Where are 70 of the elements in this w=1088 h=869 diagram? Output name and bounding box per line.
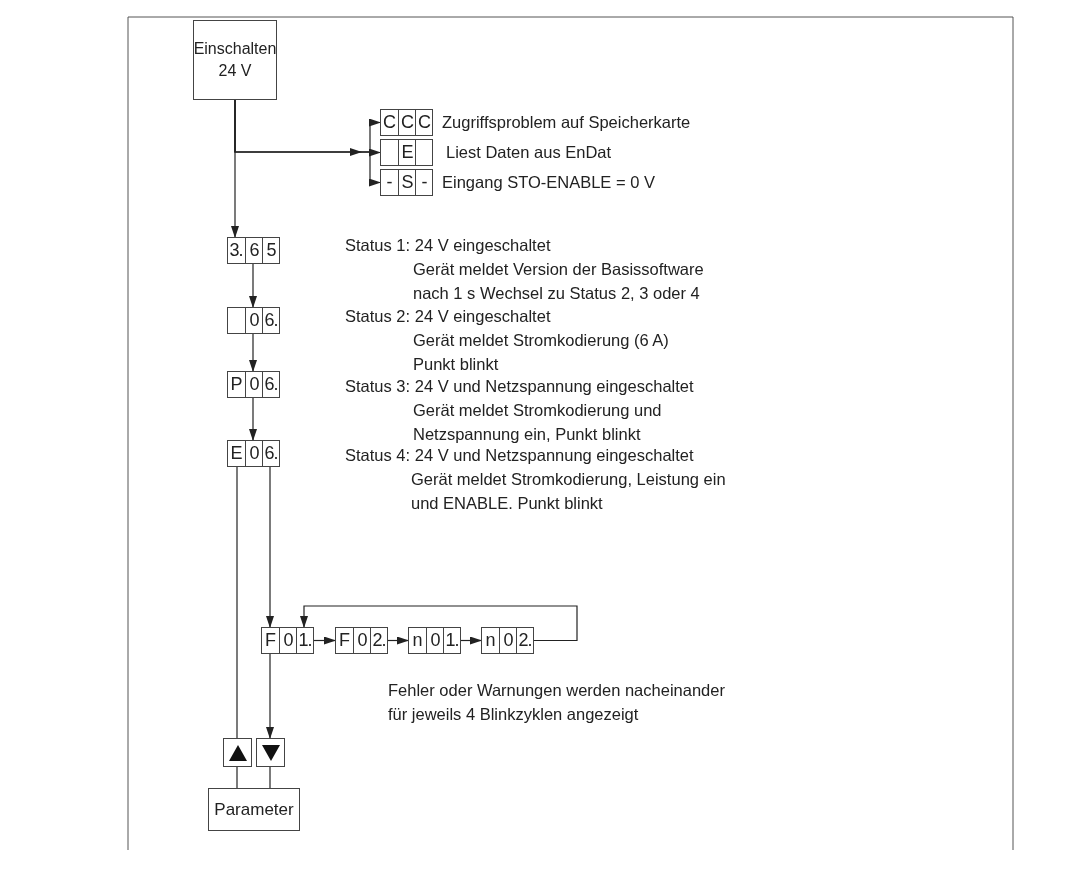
connector-arrow bbox=[313, 636, 336, 645]
note-text: Fehler oder Warnungen werden nacheinander für jeweils 4 Blinkzyklen angezeigt bbox=[388, 680, 726, 725]
display-digit: 0 bbox=[502, 629, 514, 652]
status-description: Gerät meldet Stromkodierung (6 A) Punkt blinkt bbox=[413, 330, 670, 375]
display-digit: n bbox=[484, 629, 496, 652]
display-digit: 6. bbox=[263, 309, 279, 332]
display-digit: 2. bbox=[517, 629, 533, 652]
display-digit: 6. bbox=[263, 442, 279, 465]
process-box: Einschalten 24 V bbox=[193, 20, 277, 100]
display-digit: F bbox=[264, 629, 277, 652]
display-digit: 0 bbox=[248, 442, 260, 465]
display-digit: n bbox=[411, 629, 423, 652]
status-description: Gerät meldet Stromkodierung und Netzspannung ein, Punkt blinkt bbox=[413, 400, 663, 445]
seven-segment-display bbox=[227, 307, 280, 334]
seven-segment-display bbox=[261, 627, 314, 654]
display-digit: 2. bbox=[371, 629, 387, 652]
connector-arrow bbox=[249, 263, 257, 308]
display-digit: S bbox=[400, 171, 414, 194]
status-description: Gerät meldet Version der Basissoftware nach 1 s Wechsel zu Status 2, 3 oder 4 bbox=[413, 259, 705, 304]
connector-arrow bbox=[460, 636, 482, 645]
display-digit: - bbox=[420, 171, 428, 194]
status-description: Zugriffsproblem auf Speicherkarte bbox=[442, 112, 692, 133]
connector-line bbox=[236, 766, 238, 789]
seven-segment-display bbox=[481, 627, 534, 654]
display-digit: 0 bbox=[429, 629, 441, 652]
display-digit: 6 bbox=[248, 239, 260, 262]
status-description: Status 4: 24 V und Netzspannung eingeschaltet bbox=[345, 445, 695, 466]
display-digit: 0 bbox=[248, 309, 260, 332]
seven-segment-display bbox=[380, 109, 433, 136]
status-description: Eingang STO-ENABLE = 0 V bbox=[442, 172, 656, 193]
display-digit: C bbox=[400, 111, 414, 134]
display-digit: 3. bbox=[228, 239, 244, 262]
status-description: Liest Daten aus EnDat bbox=[446, 142, 613, 163]
display-digit: C bbox=[382, 111, 396, 134]
connector-arrow bbox=[249, 397, 257, 441]
display-digit: P bbox=[229, 373, 243, 396]
display-digit: E bbox=[229, 442, 243, 465]
seven-segment-display bbox=[335, 627, 388, 654]
status-description: Status 1: 24 V eingeschaltet bbox=[345, 235, 552, 256]
connector-arrow bbox=[387, 636, 409, 645]
connector-arrow bbox=[300, 605, 578, 642]
display-digit: F bbox=[338, 629, 351, 652]
display-digit: C bbox=[417, 111, 431, 134]
seven-segment-display bbox=[408, 627, 461, 654]
display-digit: - bbox=[385, 171, 393, 194]
connector-line bbox=[269, 766, 271, 789]
arrow-key bbox=[223, 738, 252, 767]
process-box: Parameter bbox=[208, 788, 300, 831]
display-digit: 1. bbox=[444, 629, 460, 652]
display-digit: 5 bbox=[265, 239, 277, 262]
connector-arrow bbox=[266, 653, 274, 739]
display-digit: 0 bbox=[248, 373, 260, 396]
display-digit: 0 bbox=[282, 629, 294, 652]
status-description: Status 3: 24 V und Netzspannung eingeschaltet bbox=[345, 376, 695, 397]
display-digit: E bbox=[400, 141, 414, 164]
seven-segment-display bbox=[380, 169, 433, 196]
connector-arrow bbox=[231, 99, 239, 238]
seven-segment-display bbox=[227, 237, 280, 264]
status-description: Status 2: 24 V eingeschaltet bbox=[345, 306, 552, 327]
seven-segment-display bbox=[380, 139, 433, 166]
seven-segment-display bbox=[227, 440, 280, 467]
display-digit: 6. bbox=[263, 373, 279, 396]
arrow-key bbox=[256, 738, 285, 767]
display-digit: 1. bbox=[297, 629, 313, 652]
connector-arrow bbox=[266, 466, 274, 628]
status-description: Gerät meldet Stromkodierung, Leistung ein und ENABLE. Punkt blinkt bbox=[411, 469, 727, 514]
seven-segment-display bbox=[227, 371, 280, 398]
connector-arrow bbox=[249, 333, 257, 372]
display-digit: 0 bbox=[356, 629, 368, 652]
connector-line bbox=[236, 466, 238, 739]
